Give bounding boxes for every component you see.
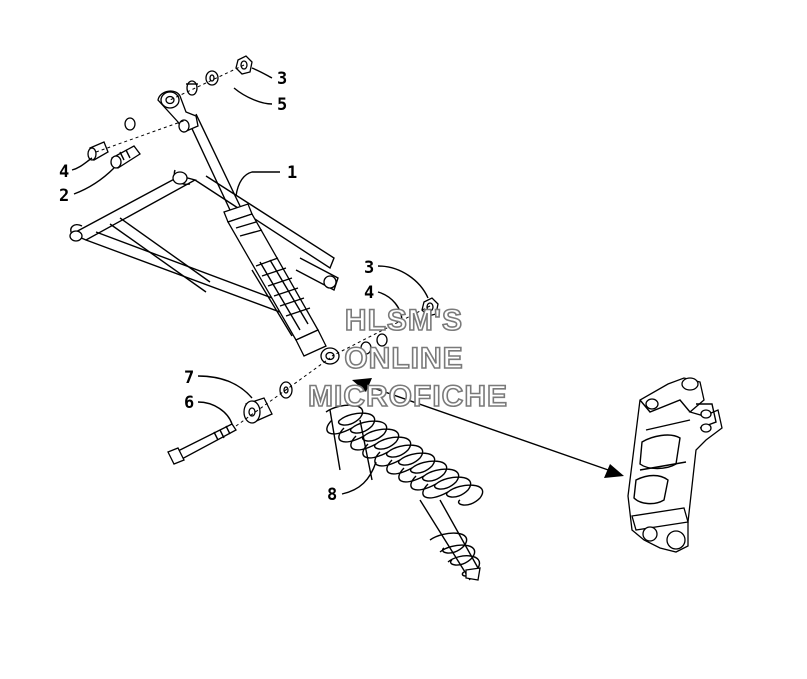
watermark: HLSM'S ONLINE MICROFICHE	[307, 303, 508, 414]
mounting-bracket	[627, 377, 723, 553]
callout-3-upper: 3	[277, 69, 287, 89]
callout-labels: 3 5 4 2 1 3 4 7 6 8	[59, 69, 374, 505]
callout-4-lower: 4	[364, 283, 374, 303]
callout-1: 1	[287, 163, 297, 183]
upper-bushing	[87, 141, 109, 161]
callout-4-upper: 4	[59, 162, 69, 182]
lower-washer	[360, 333, 388, 355]
watermark-line-1: HLSM'S	[345, 304, 463, 337]
callout-6: 6	[184, 393, 194, 413]
watermark-line-2: ONLINE	[344, 342, 463, 375]
watermark-line-3: MICROFICHE	[308, 380, 508, 413]
a-arm-frame	[69, 169, 339, 313]
mounting-bolt	[167, 423, 237, 465]
callout-7: 7	[184, 368, 194, 388]
callout-3-lower: 3	[364, 258, 374, 278]
coil-spring	[325, 404, 484, 581]
assembly-lines	[95, 64, 431, 427]
upper-pin	[110, 145, 141, 169]
shock-absorber	[157, 90, 340, 365]
leader-lines	[71, 67, 429, 495]
callout-8: 8	[327, 485, 337, 505]
upper-washer-pair	[124, 117, 190, 133]
assembly-arrow	[352, 378, 624, 478]
callout-2: 2	[59, 186, 69, 206]
upper-spacer	[186, 80, 198, 96]
callout-5: 5	[277, 95, 287, 115]
